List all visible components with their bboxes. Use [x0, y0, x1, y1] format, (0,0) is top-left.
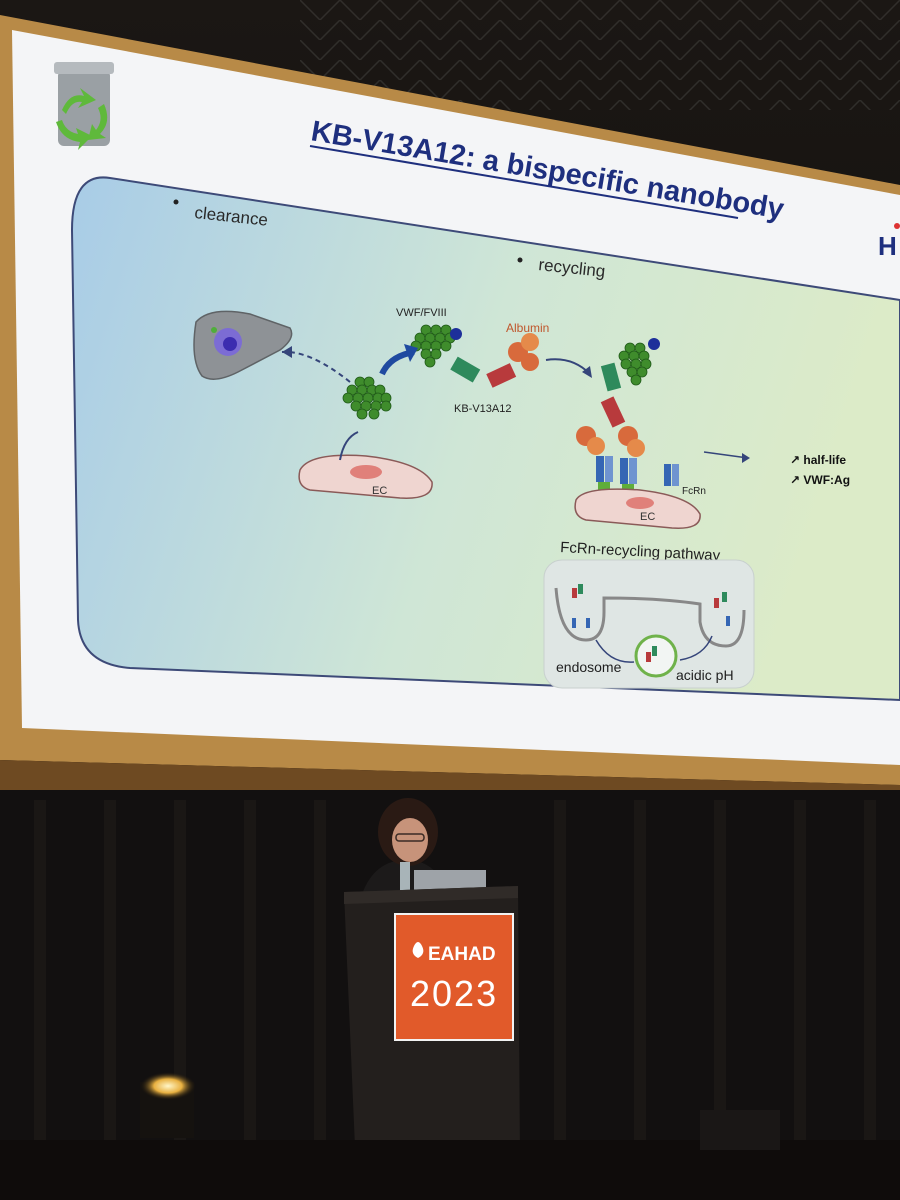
vwf-bead: [440, 340, 452, 352]
albumin-molecule: [576, 426, 645, 457]
bullet-dot: [517, 257, 523, 263]
vwf-bead: [356, 408, 368, 420]
podium: EAHAD 2023: [344, 886, 520, 1170]
title-underline: [309, 145, 739, 219]
endosome-inset: endosome acidic pH: [543, 559, 755, 689]
fcrn-receptor: [620, 458, 637, 492]
vwf-bead: [424, 356, 436, 368]
vwf-cluster-recycled: [618, 338, 660, 386]
cell-nucleus: [626, 497, 654, 509]
nanobody-vwf-domain: [450, 356, 481, 383]
outcome-half-life: ↗ half-life: [790, 453, 846, 467]
sign-line-1: EAHAD: [428, 944, 496, 965]
recycle-bin-icon: [54, 62, 114, 150]
fcrn-receptor: [596, 456, 613, 490]
binding-arrowhead: [404, 344, 418, 362]
corner-logo-dot: [894, 223, 900, 229]
vwf-label: VWF/FVIII: [396, 307, 447, 319]
recycling-arrowhead: [582, 366, 592, 378]
spotlight-fixture: [140, 1072, 196, 1138]
fcrn-label: FcRn: [682, 486, 706, 497]
sign-line-2: 2023: [410, 973, 498, 1014]
nanobody-albumin-domain: [600, 396, 626, 428]
eahad-sign: [394, 913, 514, 1041]
endosome-label: endosome: [556, 659, 622, 675]
vwf-bead: [636, 366, 648, 378]
fcrn-receptor: [664, 464, 679, 486]
corner-logo-text: H: [878, 231, 897, 261]
clearance-arrowhead: [282, 346, 292, 358]
albumin-molecule: [508, 333, 539, 371]
vwf-cluster-secreted: [342, 376, 392, 420]
laptop: [414, 870, 486, 890]
nanobody-label: KB-V13A12: [454, 403, 511, 415]
outcome-arrow: [703, 451, 749, 459]
bullet-dot: [173, 199, 179, 205]
fviii-cap: [450, 328, 462, 340]
vwf-bead: [342, 392, 354, 404]
clearance-arrow: [281, 350, 351, 383]
membrane: [554, 587, 746, 648]
cell-nucleus: [350, 465, 382, 479]
outcome-vwf-ag: ↗ VWF:Ag: [790, 473, 850, 487]
fviii-cap: [648, 338, 660, 350]
vwf-bead: [380, 400, 392, 412]
drop-logo-icon: [412, 942, 424, 958]
acidic-ph-label: acidic pH: [676, 667, 734, 683]
nanobody-albumin-domain: [486, 363, 517, 388]
albumin-label: Albumin: [506, 321, 549, 335]
vwf-bead: [368, 408, 380, 420]
outcome-arrowhead: [742, 453, 750, 463]
ec-label: EC: [372, 485, 387, 497]
vwf-bead: [430, 348, 442, 360]
liver-icon: [193, 310, 293, 380]
stage-monitor: [700, 1110, 780, 1150]
secretion-arrow: [339, 431, 359, 461]
nanobody-vwf-domain: [600, 362, 622, 392]
ec-label: EC: [640, 511, 655, 523]
vwf-bead: [630, 374, 642, 386]
